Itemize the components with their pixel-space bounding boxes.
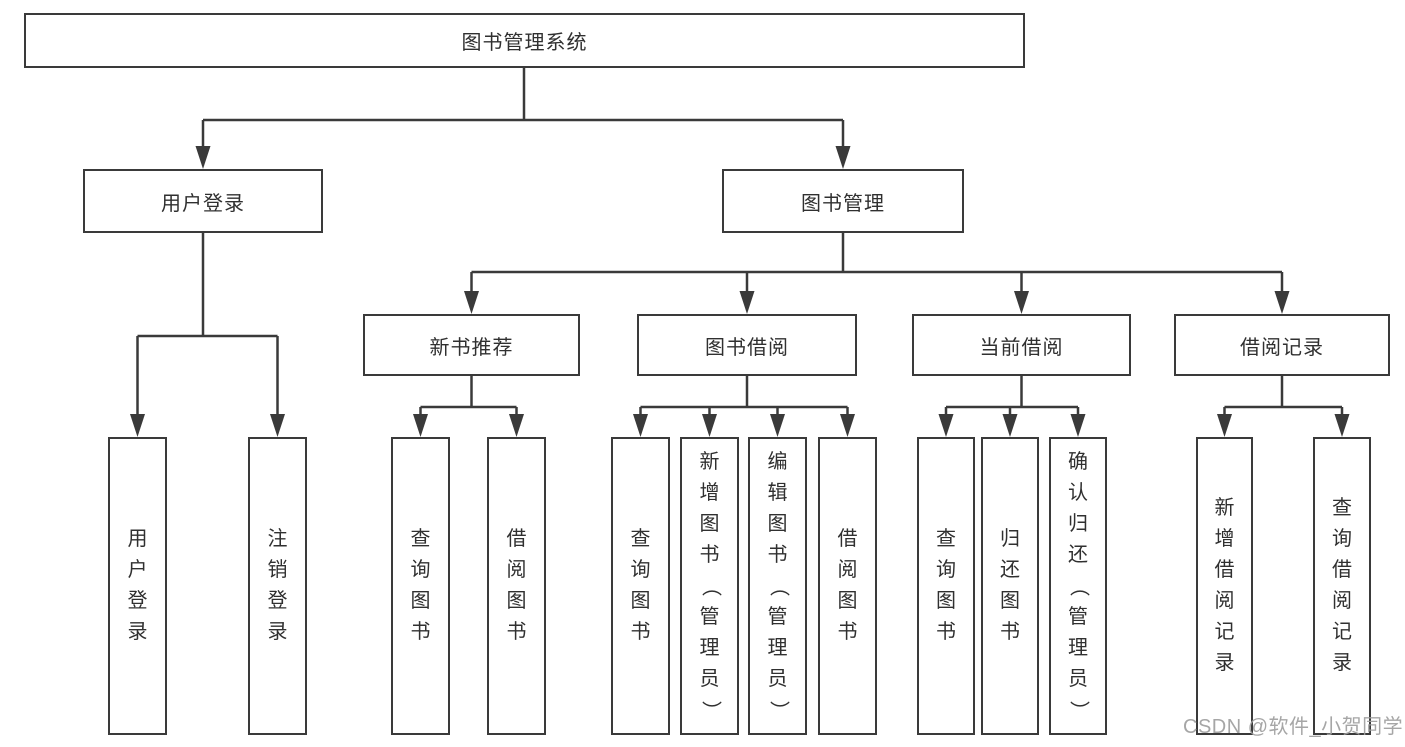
leaf-nbr-borrow-books: 借阅图书	[487, 437, 546, 735]
leaf-br-add-record: 新增借阅记录	[1196, 437, 1253, 735]
leaf-logout: 注销登录	[248, 437, 307, 735]
connector-arrow	[1014, 272, 1029, 314]
leaf-user-login: 用户登录	[108, 437, 167, 735]
leaf-bb-borrow-books: 借阅图书	[818, 437, 877, 735]
leaf-cb-return-books: 归还图书	[981, 437, 1039, 735]
connector-arrow	[1002, 407, 1018, 437]
connector-arrow	[938, 407, 954, 437]
connector-arrow	[1070, 407, 1086, 437]
connector-arrow	[130, 336, 145, 437]
leaf-bb-add-books-admin: 新增图书（管理员）	[680, 437, 739, 735]
connector-arrow	[509, 407, 524, 437]
node-user-login: 用户登录	[83, 169, 323, 233]
csdn-watermark: CSDN @软件_小贺同学	[1183, 716, 1404, 738]
node-current-borrow: 当前借阅	[912, 314, 1131, 376]
connector-arrow	[195, 120, 211, 169]
node-root: 图书管理系统	[24, 13, 1025, 68]
node-book-borrow: 图书借阅	[637, 314, 857, 376]
connector-arrow	[770, 407, 785, 437]
connector-arrow	[739, 272, 755, 314]
leaf-cb-confirm-return-admin: 确认归还（管理员）	[1049, 437, 1107, 735]
connector-arrow	[835, 120, 851, 169]
connector-arrow	[1217, 407, 1232, 437]
node-new-book-recommend: 新书推荐	[363, 314, 580, 376]
connector-arrow	[413, 407, 428, 437]
connector-arrow	[633, 407, 648, 437]
connector-arrow	[702, 407, 717, 437]
connector-arrow	[464, 272, 479, 314]
connector-arrow	[840, 407, 855, 437]
leaf-cb-query-books: 查询图书	[917, 437, 975, 735]
leaf-nbr-query-books: 查询图书	[391, 437, 450, 735]
leaf-bb-query-books: 查询图书	[611, 437, 670, 735]
leaf-br-query-record: 查询借阅记录	[1313, 437, 1371, 735]
node-borrow-records: 借阅记录	[1174, 314, 1390, 376]
connector-arrow	[270, 336, 285, 437]
connector-arrow	[1334, 407, 1350, 437]
node-book-management: 图书管理	[722, 169, 964, 233]
leaf-bb-edit-books-admin: 编辑图书（管理员）	[748, 437, 807, 735]
connector-arrow	[1274, 272, 1290, 314]
